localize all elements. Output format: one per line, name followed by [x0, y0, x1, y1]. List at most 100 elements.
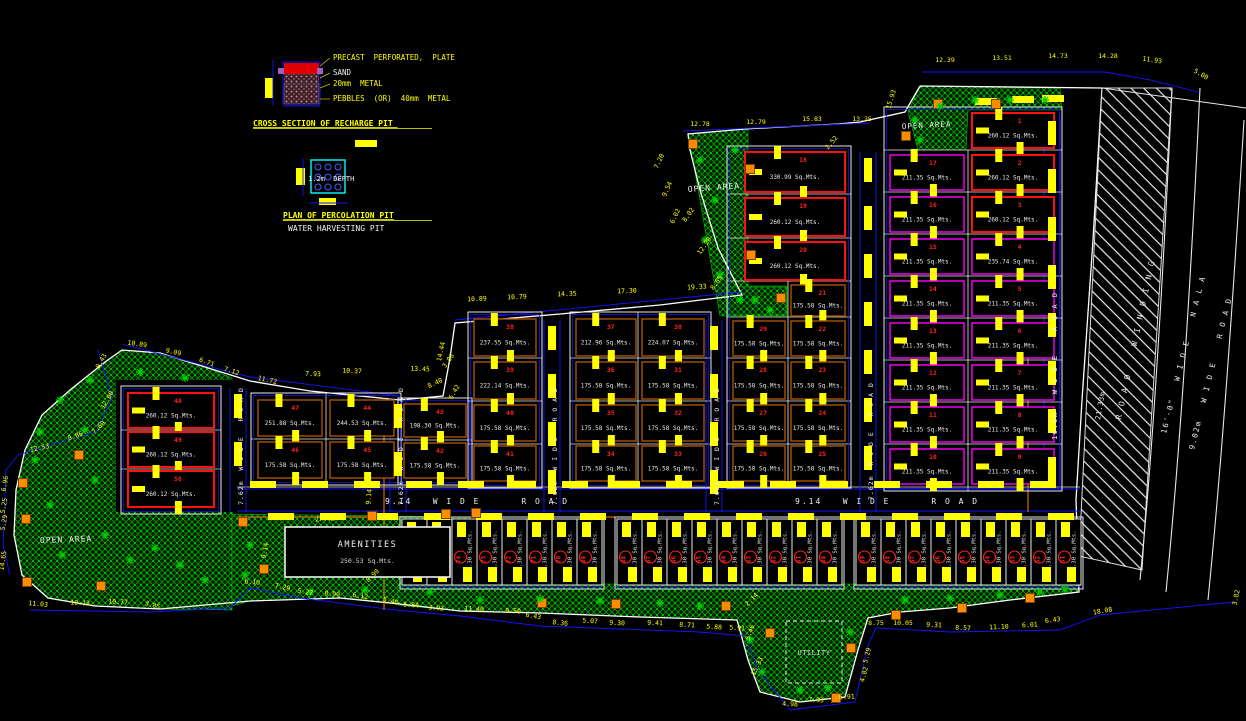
- dimension-14.44: 14.44: [435, 341, 447, 362]
- plot-42: [403, 442, 467, 479]
- plot-41: [473, 445, 537, 482]
- gate-tick: [488, 567, 497, 582]
- gate-tick: [658, 313, 666, 326]
- gate-tick: [292, 430, 300, 443]
- plot-number-31: 31: [674, 366, 682, 374]
- gate-tick: [420, 398, 428, 411]
- plot-area-14: 211.35 Sq.Mts.: [902, 301, 953, 308]
- gate-tick: [672, 522, 681, 537]
- plot-22: [790, 320, 846, 357]
- plot-38: [473, 318, 537, 357]
- plot-number-8: 8: [1018, 411, 1022, 419]
- gate-tick: [728, 567, 737, 582]
- block-grid-6: [883, 106, 1063, 492]
- plot-area-30: 224.07 Sq.Mts.: [648, 340, 699, 347]
- dimension-10.77: 10.77: [108, 597, 128, 606]
- strip-number-62: 62: [771, 556, 778, 564]
- gate-tick: [152, 387, 160, 400]
- dimension-15.83: 15.83: [802, 115, 822, 123]
- plot-number-21: 21: [818, 289, 826, 297]
- dimension-9.50: 9.50: [505, 607, 521, 616]
- road-dash: [718, 481, 744, 488]
- gate-tick: [292, 472, 300, 485]
- plot-50: [127, 470, 215, 508]
- tree-icon: [946, 594, 954, 602]
- strip-number-68: 68: [621, 556, 628, 564]
- gate-tick: [961, 522, 970, 537]
- strip-area-73: 27.30 Sq.Mts.: [493, 530, 499, 573]
- strip-area-51: 27.30 Sq.Mts.: [1072, 530, 1078, 573]
- gate-tick: [894, 295, 907, 302]
- plot-number-19: 19: [799, 202, 807, 210]
- gate-tick: [892, 567, 901, 582]
- road-dash: [975, 98, 997, 105]
- dim-chain-5: [29, 587, 1236, 711]
- gate-tick: [929, 436, 937, 449]
- gate-tick: [800, 274, 807, 287]
- plot-area-32: 175.58 Sq.Mts.: [648, 425, 699, 432]
- gate-tick: [910, 401, 918, 414]
- plot-area-23: 175.58 Sq.Mts.: [793, 383, 844, 390]
- plot-area-42: 175.58 Sq.Mts.: [410, 463, 461, 470]
- plot-area-19: 260.12 Sq.Mts.: [770, 219, 821, 226]
- plot-number-47: 47: [291, 404, 299, 412]
- label-6: 7.62m W I D E R O A D: [397, 387, 405, 505]
- plot-area-10: 211.35 Sq.Mts.: [902, 469, 953, 476]
- plot-area-41: 175.58 Sq.Mts.: [480, 466, 531, 473]
- plot-area-22: 175.58 Sq.Mts.: [793, 341, 844, 348]
- road-dash: [874, 481, 900, 488]
- gate-tick: [774, 146, 781, 159]
- road-dash: [424, 513, 450, 520]
- strip-number-circle-57: [907, 550, 922, 564]
- strip-number-56: 56: [935, 556, 942, 564]
- block-lotline-3: [470, 314, 540, 486]
- gate-tick: [760, 475, 768, 488]
- gate-tick: [592, 313, 600, 326]
- road-dash: [548, 374, 556, 398]
- dimension-6.43: 6.43: [1044, 615, 1061, 625]
- plot-number-1: 1: [1018, 117, 1022, 125]
- plot-46: [257, 441, 323, 479]
- gate-tick: [674, 435, 682, 448]
- gate-tick: [819, 393, 827, 406]
- dim-chain-1: [682, 122, 871, 132]
- gate-tick: [628, 567, 637, 582]
- label-1: OPEN AREA: [688, 181, 741, 194]
- dimension-13.25: 13.25: [852, 115, 872, 123]
- strip-number-circle-63: [743, 550, 758, 564]
- strip-number-circle-51: [1057, 550, 1072, 564]
- road-dash: [978, 481, 1004, 488]
- gate-tick: [746, 315, 754, 328]
- road-dash: [548, 326, 556, 350]
- gate-tick: [420, 437, 428, 450]
- gate-tick: [513, 567, 522, 582]
- percolation-hole: [324, 163, 332, 171]
- road-dash: [892, 513, 918, 520]
- gate-tick: [174, 461, 182, 474]
- manhole-marker: [74, 450, 84, 460]
- gate-tick: [976, 211, 989, 218]
- strip-number-66: 66: [671, 556, 678, 564]
- strip-number-circle-70: [553, 550, 568, 564]
- label-4: 9.14 W I D E R O A D: [795, 497, 979, 506]
- strip-area-68: 27.30 Sq.Mts.: [633, 530, 639, 573]
- label-10: 10.0m W I D E R O A D: [1051, 291, 1059, 440]
- strip-number-circle-64: [718, 550, 733, 564]
- gate-tick: [805, 440, 813, 453]
- gate-tick: [894, 379, 907, 386]
- plot-area-49: 260.12 Sq.Mts.: [146, 452, 197, 459]
- dimension-11.72: 11.72: [257, 374, 278, 386]
- road-dash: [394, 452, 402, 476]
- strip-number-circle-67: [643, 550, 658, 564]
- strip-area-67: 27.30 Sq.Mts.: [658, 530, 664, 573]
- gate-tick: [995, 443, 1003, 456]
- tree-icon: [136, 368, 144, 376]
- dimension-6.01: 6.01: [1022, 621, 1038, 630]
- manhole-marker: [891, 610, 901, 620]
- gate-tick: [152, 465, 160, 478]
- label-2: OPEN AREA: [902, 119, 952, 131]
- plot-39: [473, 361, 537, 400]
- strip-area-65: 27.30 Sq.Mts.: [708, 530, 714, 573]
- dimension-10.13: 10.13: [70, 598, 90, 607]
- plot-29: [732, 320, 786, 357]
